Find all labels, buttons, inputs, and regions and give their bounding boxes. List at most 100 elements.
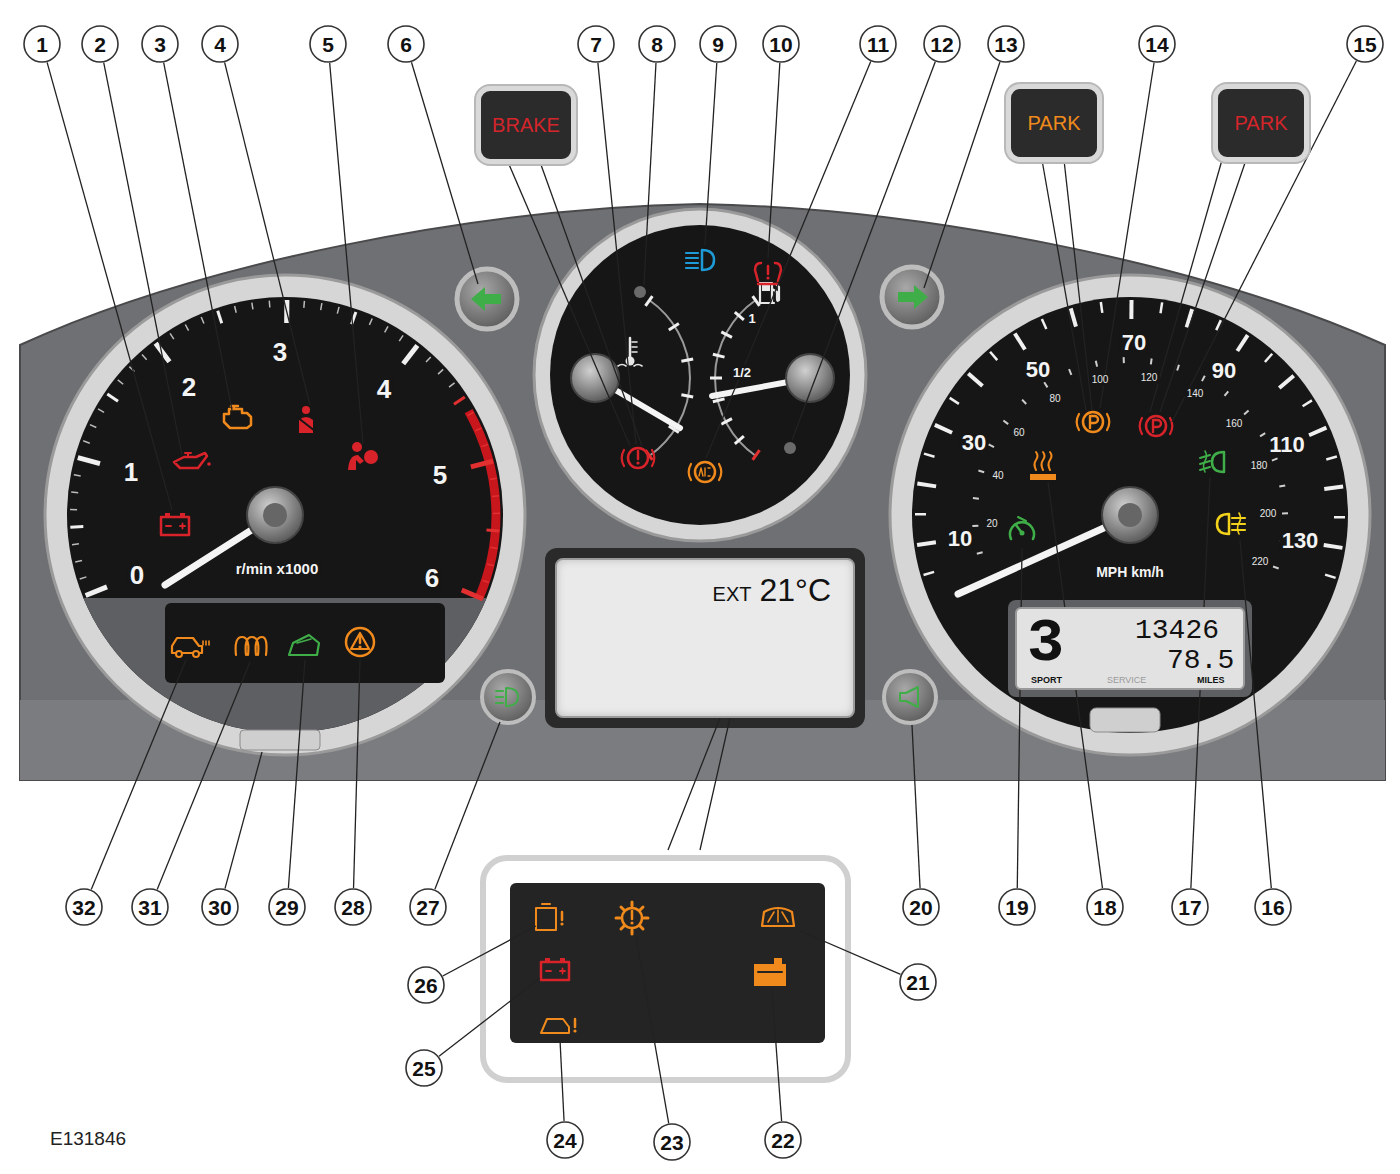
warning-icon — [686, 250, 714, 270]
warning-icon — [172, 638, 209, 657]
exclamation-stroke — [637, 451, 640, 459]
level-line — [758, 971, 782, 973]
callout-number: 12 — [930, 34, 953, 55]
warning-icon — [1010, 517, 1034, 539]
tach-fine-tick — [71, 491, 78, 493]
icon-stroke — [289, 635, 319, 655]
fuel-tick — [713, 399, 725, 402]
callout-number: 21 — [906, 972, 929, 993]
tach-fine-tick — [438, 369, 443, 374]
icon-arc — [622, 450, 624, 466]
icon-stroke — [1010, 522, 1034, 539]
tach-fine-tick — [72, 543, 79, 545]
lamp-label: PARK — [1028, 113, 1081, 133]
callout-number: 3 — [154, 34, 166, 55]
callout-number: 18 — [1093, 897, 1116, 918]
leader-line — [668, 718, 730, 850]
leader-line — [47, 62, 172, 510]
speed-number: 130 — [1280, 529, 1321, 553]
icon-stroke — [755, 263, 781, 284]
tach-fine-tick — [303, 301, 305, 308]
fuel-tick — [721, 419, 732, 425]
icon-stroke — [618, 365, 642, 367]
icon-stroke — [166, 524, 185, 529]
leader-line — [644, 63, 656, 285]
warning-icon — [161, 513, 189, 535]
reservoir — [754, 958, 786, 986]
speed-number: 50 — [1024, 358, 1052, 382]
callout-number: 15 — [1353, 34, 1376, 55]
callout-number: 13 — [994, 34, 1017, 55]
kmh-tick — [977, 552, 983, 553]
kmh-number: 80 — [1047, 393, 1062, 405]
leader-line — [443, 926, 536, 976]
hub-cap — [1118, 503, 1142, 527]
tach-fine-tick — [490, 547, 497, 548]
warning-icon — [536, 904, 564, 930]
tach-fine-tick — [493, 513, 500, 515]
tach-number: 2 — [180, 373, 198, 401]
kmh-number: 120 — [1139, 372, 1160, 384]
tach-fine-tick — [337, 307, 339, 314]
callout-circle — [639, 26, 675, 62]
gear-indicator: 3 — [1027, 613, 1064, 675]
figure-id: E131846 — [50, 1129, 126, 1148]
callout-number: 5 — [322, 34, 334, 55]
lamp-label-box: BRAKE — [476, 86, 576, 164]
heater-base — [1030, 474, 1056, 480]
speedo-hub — [1102, 487, 1158, 543]
hub-cap — [263, 503, 287, 527]
kmh-tick — [1096, 361, 1097, 367]
callout-circle — [924, 26, 960, 62]
speedo-major-tick — [935, 425, 952, 433]
leader-line — [1172, 61, 1356, 422]
tach-minor-tick — [486, 528, 499, 532]
kmh-tick — [1150, 358, 1153, 364]
odometer-reading: 13426 — [1135, 617, 1219, 645]
tach-number: 1 — [122, 458, 140, 486]
leader-line — [104, 63, 182, 455]
icon-stroke — [236, 637, 267, 655]
lamp-label-box: PARK — [1006, 84, 1102, 162]
belt-gap — [297, 417, 315, 431]
tach-fine-tick — [321, 303, 322, 310]
icon-stroke — [1018, 517, 1026, 521]
temp-tick — [681, 359, 693, 361]
icon-stroke — [758, 283, 779, 303]
leader-line — [636, 936, 669, 1123]
warning-icon — [174, 453, 211, 468]
tach-fine-tick — [201, 317, 204, 323]
icon-stroke — [1204, 451, 1207, 472]
fuel-tick — [710, 377, 722, 380]
warning-icon — [297, 406, 315, 433]
kmh-number: 180 — [1249, 460, 1270, 472]
speedo-minor-tick — [924, 454, 935, 457]
tach-minor-tick — [218, 311, 222, 323]
icon-ring — [628, 448, 648, 468]
tach-fine-tick — [185, 325, 188, 331]
speedo-major-tick — [1324, 487, 1343, 490]
exclamation-stroke — [561, 912, 564, 920]
icon-arc — [1077, 414, 1079, 430]
trip-button — [240, 730, 320, 750]
callout-circle — [335, 889, 371, 925]
callout-number: 23 — [660, 1132, 683, 1153]
inset-frame — [483, 858, 848, 1080]
callout-circle — [765, 1122, 801, 1158]
exclamation-dot — [636, 461, 639, 464]
speed-number: 10 — [946, 527, 974, 551]
leader-line — [435, 722, 500, 889]
tach-bezel — [45, 275, 525, 755]
icon-arc — [689, 464, 691, 480]
trip-reading: 78.5 — [1167, 647, 1234, 675]
indicator-lamp — [482, 671, 534, 723]
warning-icon — [1200, 451, 1224, 472]
icon-stroke — [174, 453, 207, 468]
speedo-major-tick — [917, 542, 936, 545]
icon-stroke — [506, 688, 518, 706]
icon-ring — [346, 628, 374, 656]
kmh-number: 160 — [1224, 418, 1245, 430]
callout-number: 1 — [36, 34, 48, 55]
callout-circle — [1139, 26, 1175, 62]
